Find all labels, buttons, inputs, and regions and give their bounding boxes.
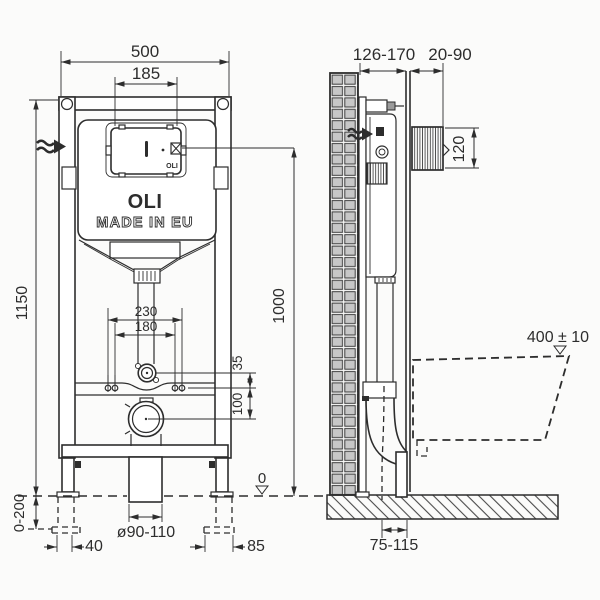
- fixing-bracket-side: [362, 381, 397, 399]
- water-flow-icon-side: [347, 127, 373, 141]
- dimension-85: 85: [190, 535, 265, 555]
- dim-35-label: 35: [230, 355, 245, 370]
- inlet-valve: [376, 127, 384, 136]
- dim-0-200-label: 0-200: [11, 494, 28, 532]
- right-leg: [215, 457, 229, 493]
- flush-pipe: [133, 268, 161, 364]
- plate-clip: [118, 172, 126, 178]
- plate-side-clip: [180, 145, 187, 156]
- plate-clip: [166, 172, 174, 178]
- plate-side-clip: [105, 145, 112, 156]
- dim-1150-label: 1150: [14, 286, 31, 321]
- dim-100-label: 100: [230, 393, 245, 416]
- dim-180-label: 180: [135, 319, 158, 334]
- plate-button-nub: [442, 143, 450, 157]
- right-leg-clamp: [209, 461, 215, 468]
- left-leg: [61, 457, 75, 493]
- datum-triangle-icon-bowl: [553, 345, 567, 355]
- plate-clip: [118, 124, 126, 130]
- dimension-126-170: 126-170: [353, 45, 415, 75]
- datum-zero-label: 0: [258, 470, 266, 487]
- drain-pipe-side: [395, 451, 408, 498]
- frame-bottom-rail: [61, 444, 229, 458]
- plate-button: [170, 142, 182, 155]
- funnel-right: [157, 239, 216, 272]
- plate-slot: [145, 141, 148, 157]
- funnel-right-inner: [157, 243, 211, 274]
- dim-230-label: 230: [135, 304, 158, 319]
- leg-extension-right: [203, 497, 235, 534]
- frame-left-rail: [58, 96, 76, 459]
- plate-dot: [161, 148, 165, 152]
- floor-slab: [326, 494, 559, 520]
- flush-plate-side: [411, 126, 450, 171]
- dimension-75-115: 75-115: [370, 520, 419, 554]
- drain-centerline: [381, 385, 385, 500]
- left-leg-clamp: [75, 461, 81, 468]
- inlet-elbow: [134, 362, 160, 384]
- dimension-20-90: 20-90: [410, 45, 472, 126]
- frame-hole-left: [60, 97, 74, 111]
- fill-valve-body: [366, 162, 388, 185]
- dim-40-label: 40: [85, 538, 103, 555]
- structural-wall: [329, 72, 359, 496]
- front-view: OLI OLI MADE IN EU: [11, 42, 324, 555]
- made-in-label: MADE IN EU: [96, 215, 193, 231]
- funnel-left-inner: [83, 243, 137, 274]
- dim-185-label: 185: [132, 64, 160, 83]
- dimension-100: 100: [148, 388, 256, 420]
- datum-level-zero: 0: [255, 470, 269, 495]
- dim-1000-label: 1000: [271, 288, 288, 324]
- dim-126-170-label: 126-170: [353, 45, 415, 64]
- wall-hung-bowl-outline: [412, 355, 571, 457]
- leg-extension-left: [51, 497, 81, 534]
- plate-clip: [166, 124, 174, 130]
- dimension-500: 500: [60, 42, 230, 96]
- dimension-120: 120: [445, 127, 479, 169]
- mounting-frame: [56, 96, 234, 498]
- dim-120-label: 120: [451, 136, 468, 163]
- service-opening: [109, 241, 181, 259]
- dimension-0-200: 0-200: [11, 494, 52, 532]
- cistern-side-profile: [365, 113, 397, 382]
- side-view: 126-170 20-90 120 400 ± 10 75-115: [326, 45, 589, 554]
- dimension-180: 180: [114, 319, 176, 392]
- dimension-drain-diameter: ø90-110: [117, 504, 176, 541]
- dim-75-115-label: 75-115: [370, 537, 419, 554]
- plate-logo: OLI: [166, 163, 178, 170]
- datum-triangle-icon: [255, 485, 269, 495]
- frame-right-rail: [214, 96, 232, 459]
- cistern: OLI OLI MADE IN EU: [61, 119, 229, 364]
- frame-top-rail: [58, 96, 232, 111]
- dimension-185: 185: [114, 64, 178, 126]
- waste-elbow: [124, 397, 165, 446]
- drain-outlet-pipe: [128, 456, 163, 503]
- water-flow-icon: [36, 139, 66, 154]
- dim-400-label: 400 ± 10: [527, 329, 589, 346]
- dimension-1000: 100 0: [182, 147, 297, 496]
- dim-20-90-label: 20-90: [428, 45, 471, 64]
- dimension-400-10: 400 ± 10: [527, 329, 589, 355]
- dim-85-label: 85: [247, 538, 265, 555]
- frame-hole-right: [216, 97, 230, 111]
- dimension-1150: 1150: [14, 99, 58, 496]
- brand-logo: OLI: [128, 191, 163, 213]
- funnel-left: [78, 239, 137, 272]
- dimension-35: 35: [155, 355, 256, 389]
- frame-side-profile: [355, 96, 404, 498]
- finished-wall-line: [405, 71, 411, 492]
- cistern-right-tab: [213, 166, 229, 190]
- right-foot: [210, 491, 234, 498]
- dim-500-label: 500: [131, 42, 159, 61]
- cistern-left-tab: [61, 166, 77, 190]
- dim-drain-label: ø90-110: [117, 524, 176, 541]
- dimension-230: 230: [107, 304, 183, 392]
- dimension-40: 40: [44, 535, 103, 555]
- left-foot: [56, 491, 80, 498]
- drain-bend: [362, 381, 408, 500]
